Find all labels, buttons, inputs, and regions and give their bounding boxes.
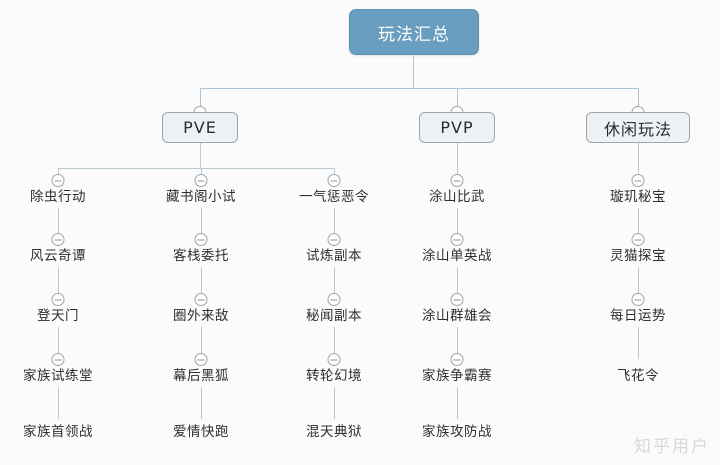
- connector-root-bus: [200, 88, 639, 89]
- collapse-icon-pve-col3-item3[interactable]: [327, 293, 341, 306]
- list-item[interactable]: 家族试练堂: [23, 368, 93, 384]
- connector-pve-col3-2-3: [334, 267, 335, 293]
- connector-pve-bus-to-col3: [334, 168, 335, 176]
- root-node[interactable]: 玩法汇总: [349, 9, 479, 55]
- connector-pve-col1-2-3: [58, 267, 59, 293]
- connector-pve-col3-4-5: [334, 387, 335, 419]
- list-item[interactable]: 一气惩恶令: [299, 189, 369, 205]
- connector-pve-col3-1-2: [334, 208, 335, 233]
- connector-pve-col2-3-4: [201, 327, 202, 353]
- connector-pve-col1-3-4: [58, 327, 59, 353]
- branch-node-pvp-label: PVP: [440, 118, 474, 137]
- collapse-icon-pve-col2-item2[interactable]: [194, 233, 208, 246]
- collapse-icon-pvp-col1-item3[interactable]: [450, 293, 464, 306]
- connector-pve-col1-1-2: [58, 208, 59, 233]
- connector-casual-col1-3-4: [638, 327, 639, 359]
- list-item[interactable]: 家族首领战: [23, 424, 93, 440]
- connector-pve-bus-to-col1: [58, 168, 59, 176]
- list-item[interactable]: 幕后黑狐: [173, 368, 229, 384]
- collapse-icon-pve-col3-item1[interactable]: [327, 174, 341, 187]
- connector-pvp-col1-4-5: [457, 387, 458, 419]
- branch-node-pve[interactable]: PVE: [162, 112, 238, 143]
- list-item[interactable]: 风云奇谭: [30, 248, 86, 264]
- list-item[interactable]: 秘闻副本: [306, 308, 362, 324]
- list-item[interactable]: 转轮幻境: [306, 368, 362, 384]
- list-item[interactable]: 涂山群雄会: [422, 308, 492, 324]
- list-item[interactable]: 灵猫探宝: [610, 248, 666, 264]
- connector-root-stem: [413, 55, 414, 88]
- branch-node-pve-label: PVE: [183, 118, 217, 137]
- connector-pve-bus: [58, 168, 334, 169]
- branch-node-casual[interactable]: 休闲玩法: [586, 112, 690, 143]
- root-node-label: 玩法汇总: [378, 24, 450, 45]
- list-item[interactable]: 藏书阁小试: [166, 189, 236, 205]
- list-item[interactable]: 家族攻防战: [422, 424, 492, 440]
- collapse-icon-pve-col2-item3[interactable]: [194, 293, 208, 306]
- connector-casual-stem: [638, 143, 639, 174]
- connector-pvp-col1-2-3: [457, 267, 458, 293]
- list-item[interactable]: 家族争霸赛: [422, 368, 492, 384]
- connector-pve-bus-to-col2: [201, 168, 202, 176]
- branch-node-pvp[interactable]: PVP: [419, 112, 495, 143]
- list-item[interactable]: 客栈委托: [173, 248, 229, 264]
- collapse-icon-pve-col3-item2[interactable]: [327, 233, 341, 246]
- connector-pve-col2-2-3: [201, 267, 202, 293]
- collapse-icon-casual-col1-item2[interactable]: [631, 233, 645, 246]
- connector-pve-col2-1-2: [201, 208, 202, 233]
- connector-pve-col3-3-4: [334, 327, 335, 353]
- collapse-icon-pve-col2-item1[interactable]: [194, 174, 208, 187]
- list-item[interactable]: 涂山单英战: [422, 248, 492, 264]
- collapse-icon-pve-col1-item4[interactable]: [51, 353, 65, 366]
- list-item[interactable]: 圈外来敌: [173, 308, 229, 324]
- list-item[interactable]: 试炼副本: [306, 248, 362, 264]
- connector-root-to-pve: [200, 88, 201, 106]
- connector-pvp-stem: [457, 143, 458, 174]
- watermark: 知乎用户: [634, 437, 710, 457]
- connector-casual-col1-1-2: [638, 208, 639, 233]
- collapse-icon-pvp-col1-item2[interactable]: [450, 233, 464, 246]
- collapse-icon-pve-col2-item4[interactable]: [194, 353, 208, 366]
- list-item[interactable]: 璇玑秘宝: [610, 189, 666, 205]
- connector-pve-col1-4-5: [58, 387, 59, 419]
- list-item[interactable]: 飞花令: [617, 368, 659, 384]
- connector-root-to-pvp: [457, 88, 458, 106]
- branch-node-casual-label: 休闲玩法: [603, 119, 672, 139]
- connector-pve-col2-4-5: [201, 387, 202, 419]
- list-item[interactable]: 涂山比武: [429, 189, 485, 205]
- connector-pvp-col1-1-2: [457, 208, 458, 233]
- collapse-icon-casual-col1-item3[interactable]: [631, 293, 645, 306]
- list-item[interactable]: 除虫行动: [30, 189, 86, 205]
- list-item[interactable]: 混天典狱: [306, 424, 362, 440]
- list-item[interactable]: 每日运势: [610, 308, 666, 324]
- connector-pve-stem: [200, 143, 201, 168]
- collapse-icon-pvp-col1-item1[interactable]: [450, 174, 464, 187]
- connector-pvp-col1-3-4: [457, 327, 458, 353]
- collapse-icon-pve-col1-item3[interactable]: [51, 293, 65, 306]
- collapse-icon-casual-col1-item1[interactable]: [631, 174, 645, 187]
- list-item[interactable]: 登天门: [37, 308, 79, 324]
- collapse-icon-pve-col1-item1[interactable]: [51, 174, 65, 187]
- connector-casual-col1-2-3: [638, 267, 639, 293]
- collapse-icon-pvp-col1-item4[interactable]: [450, 353, 464, 366]
- collapse-icon-pve-col1-item2[interactable]: [51, 233, 65, 246]
- list-item[interactable]: 爱情快跑: [173, 424, 229, 440]
- collapse-icon-pve-col3-item4[interactable]: [327, 353, 341, 366]
- connector-root-to-casual: [638, 88, 639, 106]
